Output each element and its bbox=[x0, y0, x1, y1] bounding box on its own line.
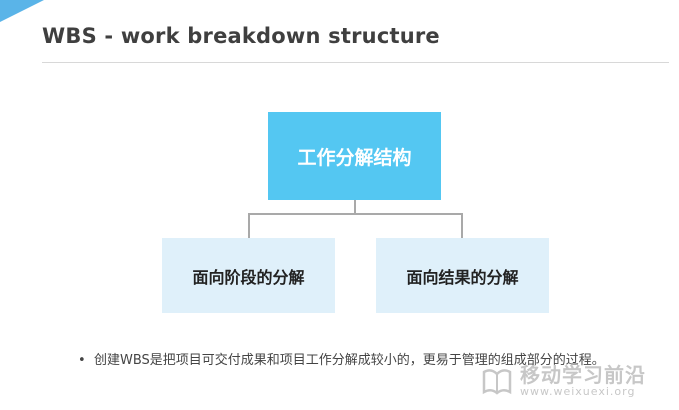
watermark-url: www.weixuexi.org bbox=[520, 384, 636, 398]
wbs-child-node-phase: 面向阶段的分解 bbox=[162, 238, 335, 313]
connector-root-stem bbox=[354, 200, 356, 214]
connector-horizontal bbox=[248, 213, 462, 215]
corner-accent bbox=[0, 0, 44, 22]
title-divider bbox=[42, 62, 669, 63]
wbs-root-node: 工作分解结构 bbox=[268, 112, 441, 200]
watermark: 移动学习前沿 www.weixuexi.org bbox=[480, 364, 646, 398]
bullet-item: • 创建WBS是把项目可交付成果和项目工作分解成较小的，更易于管理的组成部分的过程… bbox=[78, 349, 605, 368]
bullet-dot-icon: • bbox=[78, 353, 86, 368]
connector-right-drop bbox=[461, 213, 463, 238]
connector-left-drop bbox=[248, 213, 250, 238]
watermark-name: 移动学习前沿 bbox=[520, 362, 646, 387]
bullet-text: 创建WBS是把项目可交付成果和项目工作分解成较小的，更易于管理的组成部分的过程。 bbox=[94, 353, 605, 368]
wbs-child-node-deliverable: 面向结果的分解 bbox=[376, 238, 549, 313]
slide-title: WBS - work breakdown structure bbox=[42, 24, 440, 48]
book-logo-icon bbox=[482, 369, 512, 395]
